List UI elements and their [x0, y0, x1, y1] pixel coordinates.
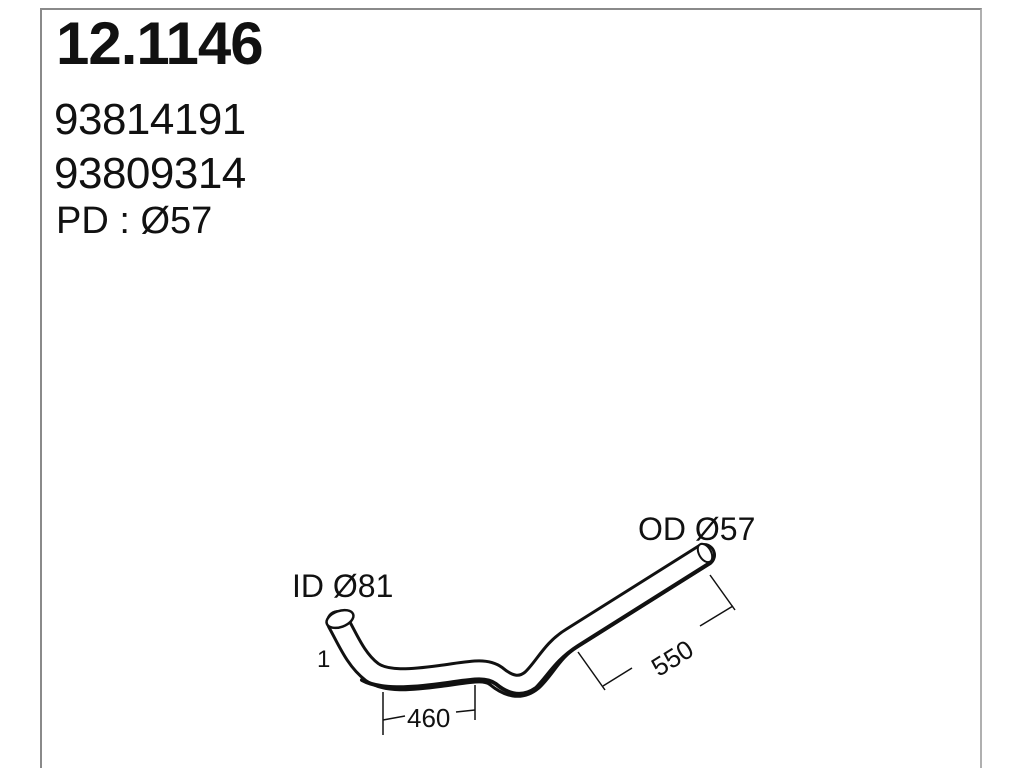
part-number: 12.1146 [56, 10, 264, 77]
reference-number-2: 93809314 [54, 149, 246, 198]
outlet-diameter-label: OD Ø57 [638, 511, 755, 547]
inlet-opening [325, 608, 355, 630]
inlet-diameter-label: ID Ø81 [292, 568, 393, 604]
dimension-460: 460 [382, 685, 476, 735]
bend-marker: 1 [317, 646, 330, 673]
outlet-opening [696, 542, 714, 564]
pipe-diameter-spec: PD : Ø57 [56, 200, 213, 242]
drawing-sheet [40, 8, 982, 768]
dimension-label-460: 460 [407, 703, 450, 733]
dimension-label-550: 550 [646, 634, 699, 682]
reference-number-1: 93814191 [54, 95, 246, 144]
exhaust-pipe [325, 542, 716, 698]
